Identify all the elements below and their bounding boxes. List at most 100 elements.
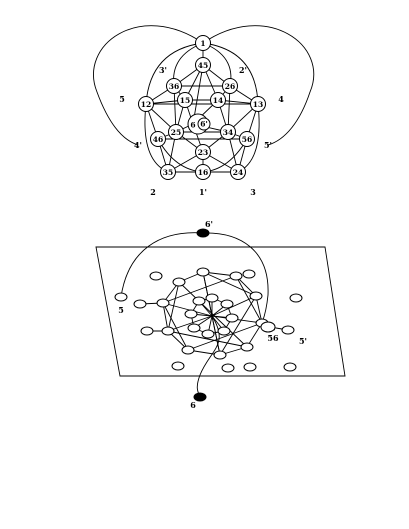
bottom-arc-to-5 [120,232,204,298]
top-outer-label-5: 5 [119,94,125,104]
bottom-label-6p: 6' [205,219,213,229]
bottom-node [289,293,303,303]
top-node-56 [239,131,255,147]
top-label-14: 14 [213,96,223,105]
top-outer-label-4p: 4' [134,140,142,150]
top-label-34: 34 [223,128,233,137]
bottom-node [205,293,219,303]
top-node-12 [138,96,154,112]
top-node-46 [150,131,166,147]
top-node-36 [166,78,182,94]
top-label-36: 36 [169,82,179,91]
top-outer-label-3: 3 [250,187,256,197]
bottom-edge [255,295,263,324]
top-label-12: 12 [141,100,151,109]
top-outer-label-2p: 2' [239,65,247,75]
top-node-34 [220,124,236,140]
bottom-node [161,326,175,336]
top-label-46: 46 [153,135,163,144]
top-label-45: 45 [198,61,208,70]
bottom-node [171,361,185,371]
bottom-edge [167,315,213,332]
top-edge [145,42,204,105]
top-node-45 [195,57,211,73]
top-label-35: 35 [163,168,173,177]
top-label-13: 13 [253,100,263,109]
bottom-node [140,326,154,336]
bottom-arc-to-6 [196,315,220,398]
top-label-23: 23 [198,148,208,157]
bottom-edge [162,302,189,351]
top-label-56: 56 [242,135,252,144]
top-label-16: 16 [198,168,208,177]
top-node-25 [168,124,184,140]
bottom-node [249,291,263,301]
bottom-node [184,309,198,319]
bottom-node [283,362,297,372]
bottom-node [213,350,227,360]
bottom-node [187,323,201,333]
bottom-node [225,313,239,323]
bottom-node [217,326,231,336]
bottom-edge [162,302,169,332]
top-node-1 [195,35,211,51]
top-label-1: 1 [200,39,205,48]
top-node-6-inner-ring [197,117,211,131]
top-label-26: 26 [225,82,235,91]
top-node-14 [210,92,226,108]
bottom-node [242,269,256,279]
top-outer-label-1p: 1' [199,187,207,197]
top-node-26 [222,78,238,94]
bottom-edge [202,271,221,356]
bottom-edge [187,322,263,351]
top-label-6p: 6' [200,120,208,129]
bottom-node [192,296,206,306]
top-edge [202,42,259,105]
top-node-23 [195,144,211,160]
top-outer-label-2: 2 [150,187,156,197]
top-node-35 [160,164,176,180]
plane-parallelogram [95,246,346,377]
bottom-graph-diagram: 6' 5 56 5' 6 [95,219,346,410]
bottom-edge [219,295,257,356]
bottom-node [133,299,147,309]
bottom-label-5: 5 [118,305,124,315]
bottom-edge [162,275,237,304]
bottom-node-56 [260,321,276,333]
bottom-node [220,299,234,309]
bottom-node [196,267,210,277]
bottom-node [181,345,195,355]
bottom-node [149,271,163,281]
bottom-label-56: 56 [267,333,279,343]
bottom-node-6 [193,392,207,402]
bottom-label-5p: 5' [299,336,307,346]
top-label-15: 15 [180,96,190,105]
top-node-13 [250,96,266,112]
bottom-edge [162,302,213,317]
top-outer-label-5p: 5' [264,140,272,150]
bottom-edge [167,281,180,332]
top-node-24 [230,164,246,180]
bottom-graph-nodes [114,228,303,402]
bottom-node [281,325,295,335]
top-edge [93,25,204,146]
bottom-node [201,329,215,339]
bottom-node [240,342,254,352]
bottom-node-5 [114,292,128,302]
bottom-node [156,298,170,308]
bottom-label-6: 6 [190,400,196,410]
bottom-node [243,362,257,372]
top-label-24: 24 [233,168,243,177]
bottom-node [229,271,243,281]
bottom-node-6p [196,228,210,238]
bottom-node [172,277,186,287]
top-outer-label-3p: 3' [159,65,167,75]
bottom-graph-edges [120,232,289,398]
top-outer-label-4: 4 [278,94,284,104]
top-edge [202,25,315,146]
top-label-6: 6 [190,121,195,130]
bottom-edge [202,271,257,297]
bottom-edge [167,330,248,348]
top-node-15 [177,92,193,108]
